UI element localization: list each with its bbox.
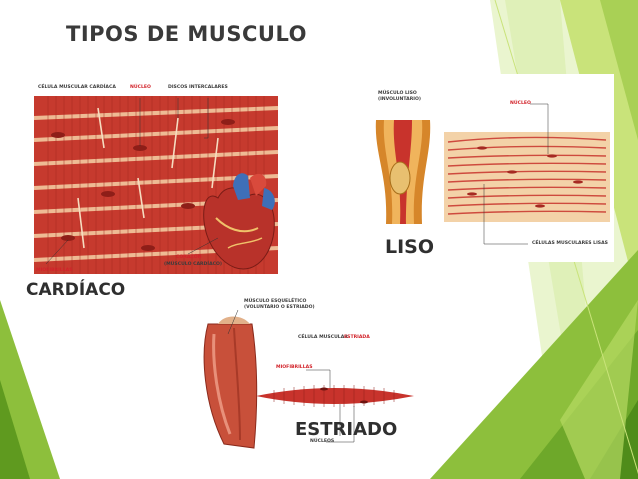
smooth-muscle-illustration xyxy=(375,103,610,245)
smooth-muscle-panel: MÚSCULO LISO (INVOLUNTARIO) NÚCLEO CÉLUL… xyxy=(352,74,614,262)
cardiac-muscle-panel: CÉLULA MUSCULAR CARDÍACA NÚCLEO DISCOS I… xyxy=(28,78,284,280)
cardiac-muscle-illustration xyxy=(33,96,279,274)
slide-title: TIPOS DE MUSCULO xyxy=(66,22,307,46)
cardiac-label: CARDÍACO xyxy=(26,280,126,300)
skeletal-label: ESTRIADO xyxy=(295,419,398,440)
smooth-nucleus-caption: NÚCLEO xyxy=(510,101,531,106)
muscle-fiber-icon xyxy=(256,385,414,407)
cardiac-myofibrils-caption: MIOFIBRILLAS xyxy=(36,268,73,273)
skeletal-nuclei-caption: NÚCLEOS xyxy=(310,439,335,444)
cardiac-nucleus-caption: NÚCLEO xyxy=(130,85,151,90)
smooth-title-caption: MÚSCULO LISO xyxy=(378,91,417,96)
arm-muscle-icon xyxy=(203,316,258,449)
cardiac-heart-caption: CORAZÓN xyxy=(176,255,202,260)
smooth-label: LISO xyxy=(385,236,435,258)
skeletal-cell-caption: CÉLULA MUSCULAR xyxy=(298,335,348,340)
skeletal-myofibrils-caption: MIOFIBRILLAS xyxy=(276,365,313,370)
skeletal-title-subcaption: (VOLUNTARIO O ESTRIADO) xyxy=(244,305,315,310)
cardiac-heart-subcaption: (MÚSCULO CARDÍACO) xyxy=(164,262,222,267)
cardiac-cell-caption: CÉLULA MUSCULAR CARDÍACA xyxy=(38,85,116,90)
heart-icon xyxy=(203,173,275,270)
cardiac-discs-caption: DISCOS INTERCALARES xyxy=(168,85,228,90)
skeletal-muscle-illustration xyxy=(203,309,414,449)
skeletal-title-caption: MÚSCULO ESQUELÉTICO xyxy=(244,299,307,304)
smooth-title-subcaption: (INVOLUNTARIO) xyxy=(378,97,421,102)
skeletal-muscle-panel: MÚSCULO ESQUELÉTICO (VOLUNTARIO O ESTRIA… xyxy=(194,284,422,466)
smooth-cells-caption: CÉLULAS MUSCULARES LISAS xyxy=(532,241,608,246)
intestine-icon xyxy=(375,120,431,224)
skeletal-cell-caption-suffix: ESTRIADA xyxy=(344,335,370,340)
